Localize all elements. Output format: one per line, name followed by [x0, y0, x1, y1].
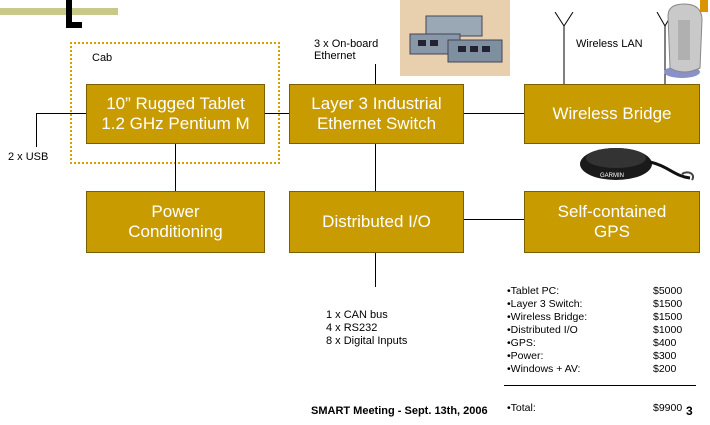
gps-brand-text: GARMIN — [600, 173, 624, 179]
cost-item-price: $1000 — [653, 324, 683, 336]
title-accent-bar — [0, 8, 118, 15]
cost-item-price: $1500 — [653, 298, 683, 310]
cost-item-label: •Power: — [507, 350, 544, 362]
cost-item-label: •Windows + AV: — [507, 363, 581, 375]
usb-v-line — [36, 113, 37, 147]
onboard-ethernet-line1: 3 x On-board — [314, 38, 379, 50]
cab-label: Cab — [92, 52, 113, 64]
cost-item-label: •Layer 3 Switch: — [507, 298, 583, 310]
cost-item-label: •Wireless Bridge: — [507, 311, 588, 323]
switch-box-line2: Ethernet Switch — [316, 114, 437, 133]
io-list-digital: 8 x Digital Inputs — [326, 335, 408, 347]
dio-gps-line — [462, 219, 524, 220]
usb-label: 2 x USB — [8, 151, 49, 163]
bridge-box: Wireless Bridge — [524, 84, 700, 144]
ethernet-lead-line — [375, 64, 376, 84]
wireless-lan-label: Wireless LAN — [576, 38, 643, 50]
gps-receiver-icon: GARMIN — [580, 148, 694, 181]
cost-item-price: $1500 — [653, 311, 683, 323]
bridge-box-line1: Wireless Bridge — [552, 104, 672, 123]
footer-text: SMART Meeting - Sept. 13th, 2006 — [311, 405, 488, 417]
total-divider — [504, 385, 696, 386]
tablet-power-line — [175, 143, 176, 191]
usb-h-line — [36, 113, 86, 114]
cost-item-price: $300 — [653, 350, 677, 362]
gps-box: Self-contained GPS — [524, 191, 700, 253]
power-box: Power Conditioning — [86, 191, 265, 253]
switch-bridge-line — [462, 113, 524, 114]
access-point-icon — [664, 0, 708, 78]
cost-item-label: •Distributed I/O — [507, 324, 578, 336]
tablet-box-line1: 10” Rugged Tablet — [106, 94, 245, 113]
total-label: •Total: — [507, 402, 536, 414]
io-list-label: 1 x CAN bus 4 x RS232 8 x Digital Inputs — [326, 309, 407, 348]
tablet-box-line2: 1.2 GHz Pentium M — [101, 114, 250, 133]
switch-photo — [400, 0, 510, 76]
dio-down-line — [375, 251, 376, 287]
onboard-ethernet-label: 3 x On-board Ethernet — [314, 38, 378, 62]
switch-box: Layer 3 Industrial Ethernet Switch — [289, 84, 464, 144]
title-corner-mark-foot — [66, 22, 82, 28]
switch-box-line1: Layer 3 Industrial — [311, 94, 442, 113]
cost-item-price: $5000 — [653, 285, 683, 297]
gps-box-line2: GPS — [594, 222, 630, 241]
io-list-rs232: 4 x RS232 — [326, 322, 378, 334]
tablet-box: 10” Rugged Tablet 1.2 GHz Pentium M — [86, 84, 265, 144]
dio-box-line1: Distributed I/O — [322, 212, 431, 231]
cost-item-label: •GPS: — [507, 337, 536, 349]
cost-item-price: $400 — [653, 337, 677, 349]
cost-list: •Tablet PC: $5000 •Layer 3 Switch: $1500… — [504, 285, 707, 425]
onboard-ethernet-line2: Ethernet — [314, 50, 356, 62]
tablet-switch-line — [263, 113, 289, 114]
dio-box: Distributed I/O — [289, 191, 464, 253]
antenna-icon — [554, 12, 574, 84]
gps-box-line1: Self-contained — [557, 202, 667, 221]
title-corner-mark — [66, 0, 72, 28]
slide-number: 3 — [686, 404, 693, 418]
cost-item-label: •Tablet PC: — [507, 285, 560, 297]
cost-item-price: $200 — [653, 363, 677, 375]
switch-dio-line — [375, 143, 376, 191]
io-list-can: 1 x CAN bus — [326, 309, 388, 321]
power-box-line1: Power — [151, 202, 200, 221]
power-box-line2: Conditioning — [128, 222, 223, 241]
total-price: $9900 — [653, 402, 683, 414]
